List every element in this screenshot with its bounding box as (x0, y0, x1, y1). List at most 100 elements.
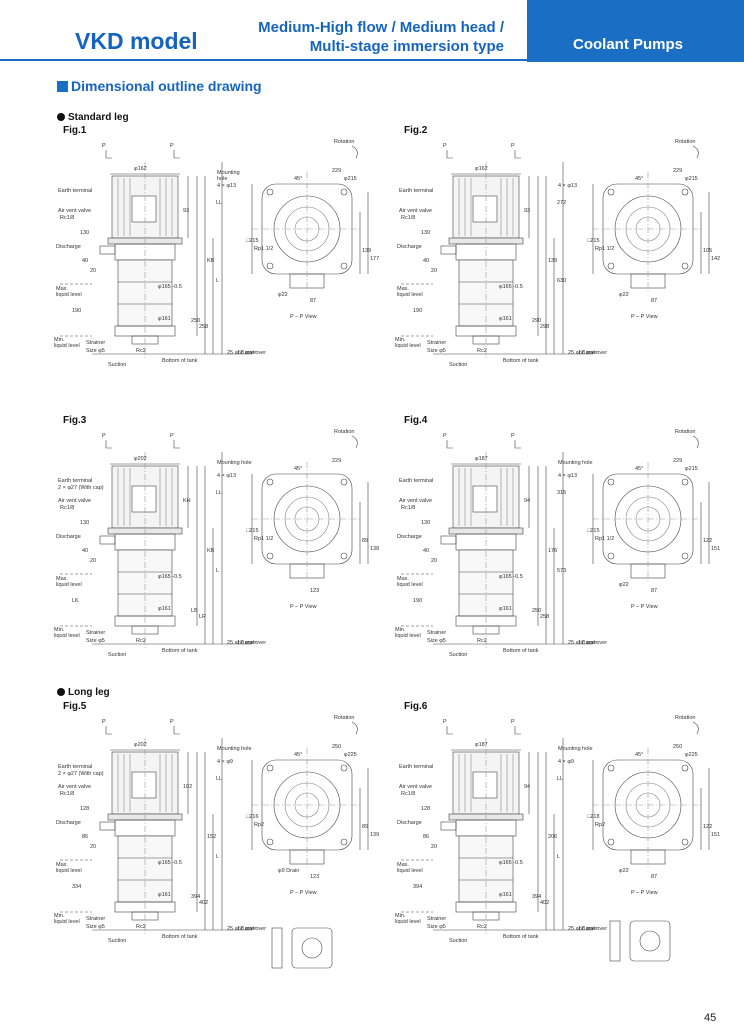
label-view: P – P View (631, 604, 658, 610)
label-p2: P (511, 433, 515, 439)
label-holes: 4 × φ9 (217, 759, 233, 765)
label-suction: Suction (449, 938, 467, 944)
label-earth: Earth terminal (58, 764, 92, 770)
rotation-arrow-icon (351, 145, 358, 159)
label-min1: Min. (395, 337, 406, 343)
fig-4-caption: Fig.4 (404, 415, 428, 426)
label-dia_top: φ162 (134, 166, 147, 172)
label-d130: 128 (80, 806, 89, 812)
dot-bullet-icon (57, 113, 65, 121)
label-dm: 25 and over (227, 350, 256, 356)
label-ll: 315 (557, 490, 566, 496)
label-dia22: φ22 (619, 868, 629, 874)
label-h1: 394 (532, 894, 541, 900)
label-p1: P (443, 433, 447, 439)
label-sq: □216 (246, 814, 259, 820)
label-rotation: Rotation (334, 715, 355, 721)
label-holes: 4 × φ13 (217, 473, 236, 479)
section-marker-right (514, 150, 521, 159)
label-p1: P (443, 143, 447, 149)
label-w1: 87 (651, 298, 657, 304)
label-view: P – P View (631, 314, 658, 320)
label-d40: 86 (82, 834, 88, 840)
label-d190: 334 (72, 884, 81, 890)
label-r3: 151 (711, 546, 720, 552)
label-dm: 25 and over (568, 640, 597, 646)
label-sq: □215 (587, 238, 600, 244)
label-d20: 20 (90, 558, 96, 564)
label-rc: Rc2 (477, 924, 487, 930)
label-discharge: Discharge (397, 244, 422, 250)
label-max1: Max. (56, 862, 68, 868)
group-standard-leg: Standard leg (57, 112, 129, 123)
label-earth: Earth terminal (58, 188, 92, 194)
label-h1: 250 (191, 318, 200, 324)
label-h3: 93 (524, 208, 530, 214)
label-w1: 123 (310, 874, 319, 880)
label-bottom: Bottom of tank (162, 358, 198, 364)
label-vent2: Rc1/8 (60, 215, 74, 221)
label-p1: P (102, 719, 106, 725)
label-rc: Rc2 (477, 638, 487, 644)
label-d130: 130 (80, 230, 89, 236)
label-d190: 190 (413, 598, 422, 604)
label-suction: Suction (108, 652, 126, 658)
companion-flange-fig5 (271, 927, 333, 969)
label-pcd: φ215 (344, 176, 357, 182)
label-holes: 4 × φ13 (558, 183, 577, 189)
label-mounting: Mounting (217, 170, 240, 176)
section-marker-right (173, 726, 180, 735)
label-min2: liquid level (395, 919, 421, 925)
label-view: P – P View (290, 890, 317, 896)
label-earth: Earth terminal (399, 478, 433, 484)
label-d190: 190 (413, 308, 422, 314)
label-dm: 25 and over (227, 640, 256, 646)
label-h1: 394 (191, 894, 200, 900)
label-vent1: Air vent valve (399, 784, 432, 790)
label-strainer: Strainer (427, 630, 446, 636)
motor-fins (458, 754, 514, 812)
label-ang: 45° (294, 752, 302, 758)
label-l: L (216, 854, 219, 860)
label-h3: 102 (183, 784, 192, 790)
rotation-arrow-icon (351, 721, 358, 735)
terminal-box (131, 195, 157, 223)
label-earth: Earth terminal (58, 478, 92, 484)
label-l: 630 (557, 278, 566, 284)
label-d20: 20 (90, 844, 96, 850)
section-marker-right (173, 440, 180, 449)
companion-flange-fig6 (609, 920, 671, 962)
label-r3: 142 (711, 256, 720, 262)
label-dia165: φ165 -0.5 (499, 860, 523, 866)
label-vent1: Air vent valve (399, 208, 432, 214)
label-suction: Suction (108, 938, 126, 944)
label-holes: 4 × φ13 (558, 473, 577, 479)
section-marker-left (446, 726, 453, 735)
label-rotation: Rotation (675, 429, 696, 435)
label-ll: LL (216, 776, 222, 782)
label-vent2: Rc1/8 (401, 215, 415, 221)
label-w1: 87 (651, 874, 657, 880)
label-bottom: Bottom of tank (503, 934, 539, 940)
pump-column (458, 835, 514, 903)
label-sq: □215 (587, 528, 600, 534)
label-discharge: Discharge (397, 534, 422, 540)
header-rule (0, 59, 527, 61)
label-earth: Earth terminal (399, 188, 433, 194)
label-pcd: φ215 (685, 176, 698, 182)
label-r2: 139 (362, 248, 371, 254)
label-size: Size φ5 (86, 924, 105, 930)
section-marker-right (514, 440, 521, 449)
label-h3: 94 (524, 784, 530, 790)
label-strainer: Strainer (427, 916, 446, 922)
discharge-port (440, 245, 457, 255)
rotation-arrow-icon (351, 435, 358, 449)
label-rc: Rc2 (136, 924, 146, 930)
discharge-port (99, 821, 116, 831)
label-max2: liquid level (56, 582, 82, 588)
label-l: L (557, 854, 560, 860)
label-p2: P (511, 719, 515, 725)
